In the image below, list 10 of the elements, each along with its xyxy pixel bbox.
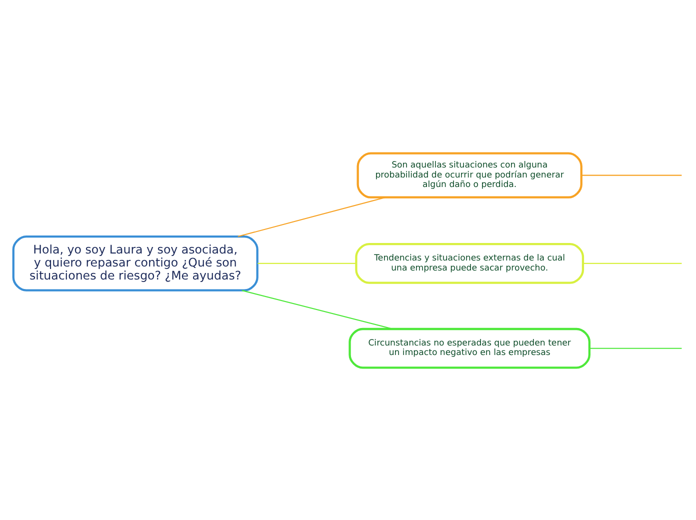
node-box: Hola, yo soy Laura y soy asociada, y quiero repasar contigo ¿Qué son situaciones de riesgo? ¿Me ayudas?: [12, 235, 258, 291]
connector: [590, 347, 682, 348]
connector: [258, 262, 356, 264]
connector: [582, 174, 682, 176]
node-box: Son aquellas situaciones con alguna probabilidad de ocurrir que podrían generar algún daño o perdida.: [356, 152, 582, 198]
connector: [583, 262, 682, 264]
node-box: Circunstancias no esperadas que pueden tener un impacto negativo en las empresas: [348, 327, 590, 368]
node-box: Tendencias y situaciones externas de la cual una empresa puede sacar provecho.: [355, 242, 584, 284]
connector: [238, 196, 386, 237]
connector: [242, 289, 393, 329]
